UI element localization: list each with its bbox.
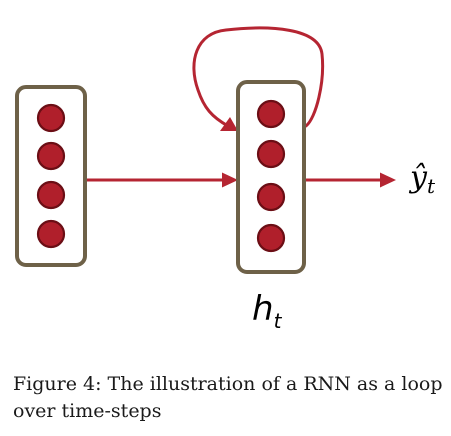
- input-layer: [15, 85, 87, 267]
- hidden-layer-box: [236, 80, 306, 274]
- hidden-state-label: ht: [252, 289, 283, 333]
- recurrent-loop-arrow: [192, 26, 325, 131]
- svg-text:ht: ht: [252, 289, 283, 333]
- output-label-symbol: ŷ: [408, 160, 428, 195]
- svg-text:ŷt: ŷt: [408, 160, 436, 198]
- input-layer-box: [15, 85, 87, 267]
- input-neuron: [36, 103, 66, 133]
- hidden-label-symbol: h: [252, 289, 274, 329]
- input-to-hidden-arrow: [87, 172, 238, 188]
- hidden-neuron: [256, 139, 286, 169]
- hidden-neuron: [256, 99, 286, 129]
- hidden-label-subscript: t: [274, 309, 283, 333]
- hidden-to-output-arrow: [306, 172, 396, 188]
- input-neuron: [36, 141, 66, 171]
- input-neuron: [36, 180, 66, 210]
- hidden-neuron: [256, 223, 286, 253]
- hidden-layer: [236, 80, 306, 274]
- output-label: ŷt: [408, 160, 436, 198]
- figure-caption: Figure 4: The illustration of a RNN as a…: [13, 373, 443, 422]
- input-neuron: [36, 219, 66, 249]
- hidden-neuron: [256, 182, 286, 212]
- output-label-subscript: t: [427, 174, 436, 198]
